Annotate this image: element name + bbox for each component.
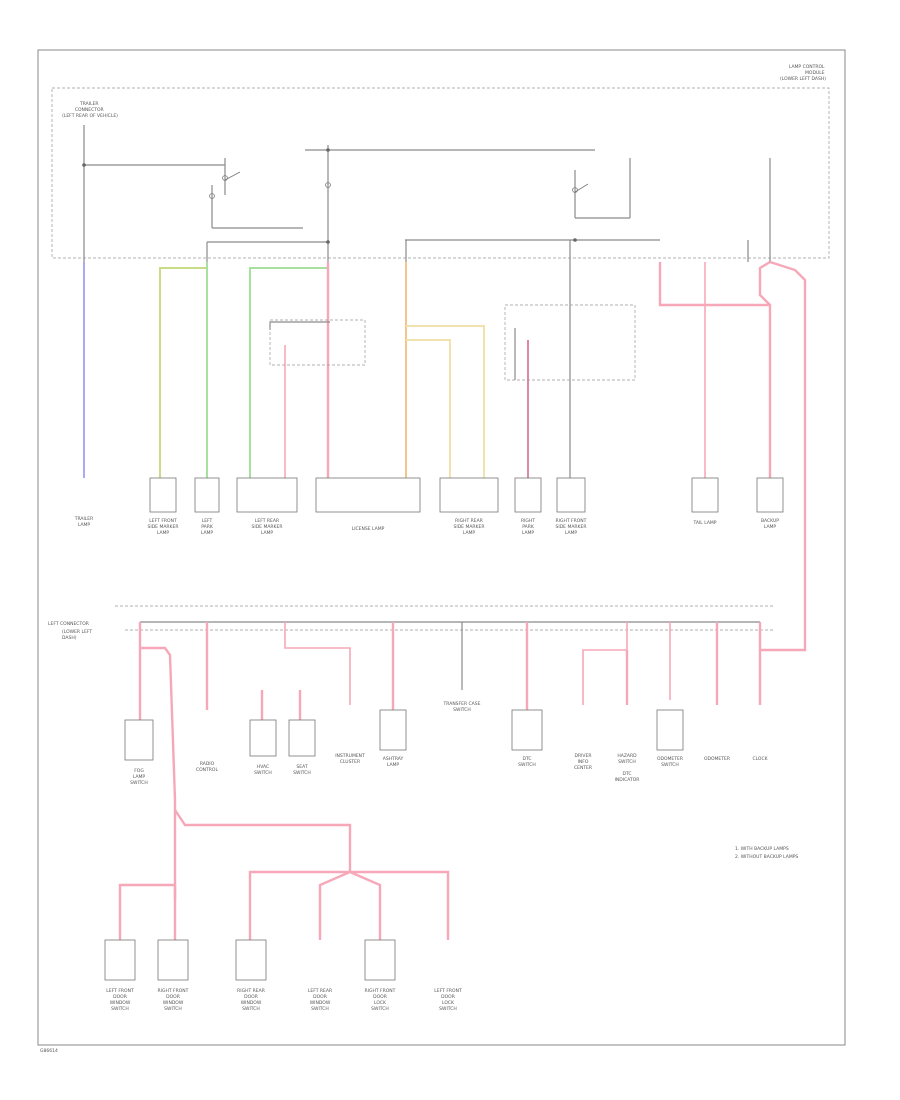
module-switch-symbols — [82, 148, 589, 244]
module-boundary — [51, 87, 830, 259]
top-wiring — [83, 260, 807, 652]
module-internal-wiring — [83, 125, 771, 262]
connector-box-license — [269, 319, 366, 366]
middle-wiring — [138, 622, 762, 900]
diagram-notes: 1. WITH BACKUP LAMPS 2. WITHOUT BACKUP L… — [735, 846, 798, 860]
top-left-title: TRAILER CONNECTOR (LEFT REAR OF VEHICLE) — [62, 101, 118, 119]
component-license-lamp: LICENSE LAMP — [315, 477, 421, 532]
bus-label: LEFT CONNECTOR — [48, 621, 89, 627]
footer-code: G86614 — [40, 1048, 58, 1054]
component-tail-lamp: TAIL LAMP — [691, 477, 719, 526]
svg-text:CLOCK: CLOCK — [752, 756, 768, 762]
connector-box-right — [504, 304, 636, 381]
bottom-wiring — [118, 809, 450, 940]
diagram-frame — [37, 49, 846, 1046]
svg-text:LICENSE LAMP: LICENSE LAMP — [352, 526, 385, 532]
module-title: LAMP CONTROL MODULE (LOWER LEFT DASH) — [780, 64, 826, 82]
component-clock: CLOCK — [752, 756, 768, 762]
svg-text:ODOMETER: ODOMETER — [704, 756, 730, 762]
component-odometer: ODOMETER — [704, 756, 730, 762]
svg-text:TAIL LAMP: TAIL LAMP — [692, 520, 716, 526]
